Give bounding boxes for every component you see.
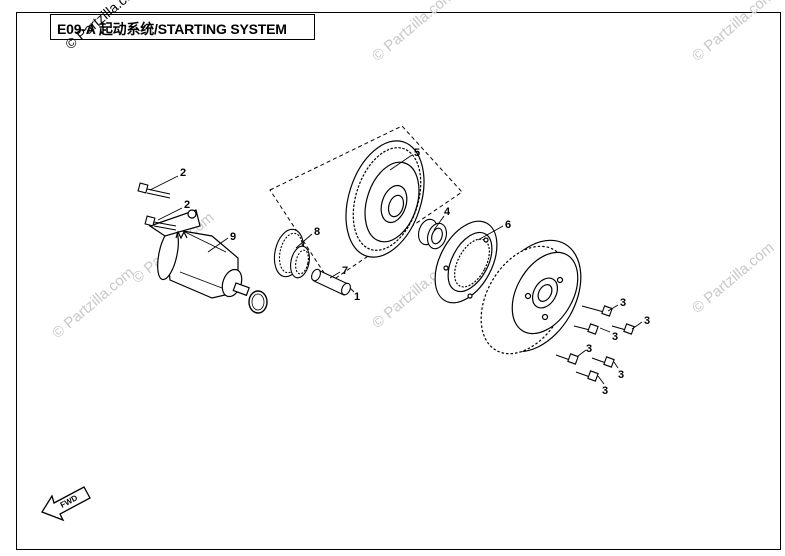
shaft-7: [311, 268, 351, 296]
callout-3: 3: [612, 331, 618, 343]
callout-6: 6: [505, 219, 511, 231]
o-ring: [248, 290, 268, 314]
starter-motor: [148, 209, 250, 299]
bolt-3: [555, 353, 579, 365]
flywheel-rotor: [480, 239, 582, 355]
callout-5: 5: [414, 147, 420, 159]
bolt-3: [611, 323, 635, 335]
bolt-2-lower: [144, 215, 177, 231]
gear-5: [345, 140, 425, 258]
callout-8: 8: [314, 226, 320, 238]
callout-2-upper: 2: [180, 167, 186, 179]
callout-9: 9: [230, 231, 236, 243]
callout-4: 4: [444, 206, 451, 218]
bolt-3: [573, 323, 599, 335]
callout-3: 3: [644, 315, 650, 327]
callout-2-lower: 2: [184, 199, 190, 211]
fwd-arrow-icon: FWD: [41, 486, 91, 522]
bolt-3: [581, 305, 613, 317]
diagram-title: E09-A 起动系统/STARTING SYSTEM: [57, 21, 287, 37]
bolt-2-upper: [137, 182, 171, 199]
bolt-3: [575, 370, 599, 382]
needle-bearing-4: [417, 218, 448, 250]
leader-lines: [149, 154, 643, 385]
callout-3: 3: [586, 343, 592, 355]
callout-1: 1: [354, 291, 360, 303]
drawing-frame: [16, 12, 781, 550]
bolt-3: [591, 356, 615, 368]
one-way-clutch-6: [434, 220, 498, 304]
title-box: E09-A 起动系统/STARTING SYSTEM: [50, 14, 315, 40]
callout-3: 3: [618, 369, 624, 381]
callout-3: 3: [602, 385, 608, 397]
gear-8: [273, 228, 310, 279]
callout-7: 7: [342, 265, 348, 277]
callout-3: 3: [620, 297, 626, 309]
